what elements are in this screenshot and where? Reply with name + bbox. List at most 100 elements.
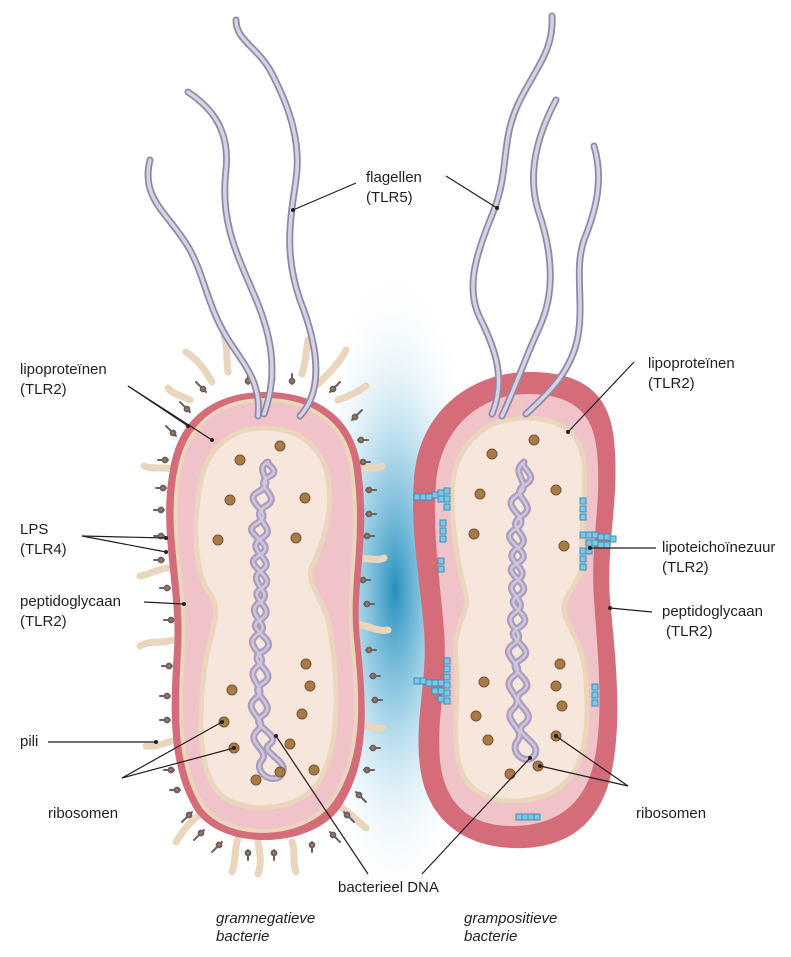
lta-block — [444, 666, 450, 672]
lta-block — [420, 678, 426, 684]
lta-block — [592, 692, 598, 698]
lta-block — [604, 542, 610, 548]
lps-head — [199, 831, 204, 836]
lta-block — [580, 506, 586, 512]
lta-block — [528, 814, 534, 820]
lta-block — [580, 532, 586, 538]
lps-head — [371, 674, 376, 679]
label-lipoteichoinezuur: lipoteichoïnezuur(TLR2) — [662, 538, 775, 578]
lta-block — [440, 520, 446, 526]
lta-block — [598, 542, 604, 548]
lps-head — [165, 586, 170, 591]
lps-head — [367, 512, 372, 517]
lps-head — [169, 618, 174, 623]
lps-head — [359, 438, 364, 443]
label-peptidoglycaan-left: peptidoglycaan(TLR2) — [20, 592, 121, 632]
lta-block — [440, 528, 446, 534]
flagella-left — [148, 20, 316, 416]
lta-block — [432, 680, 438, 686]
lta-block — [444, 496, 450, 502]
lta-block — [580, 564, 586, 570]
lta-block — [610, 536, 616, 542]
lps-head — [165, 718, 170, 723]
lta-block — [438, 566, 444, 572]
lta-block — [580, 514, 586, 520]
lps-head — [365, 602, 370, 607]
label-lipoproteinen-left: lipoproteïnen(TLR2) — [20, 360, 107, 400]
lps-head — [353, 415, 358, 420]
lta-block — [592, 700, 598, 706]
lps-head — [161, 486, 166, 491]
lps-head — [290, 379, 295, 384]
lta-block — [414, 678, 420, 684]
lps-head — [357, 793, 362, 798]
lps-head — [361, 578, 366, 583]
lps-head — [365, 768, 370, 773]
lta-block — [426, 680, 432, 686]
lps-head — [185, 407, 190, 412]
lta-block — [444, 488, 450, 494]
lps-head — [163, 458, 168, 463]
lta-block — [444, 682, 450, 688]
lps-head — [187, 813, 192, 818]
label-lps: LPS(TLR4) — [20, 520, 67, 560]
lta-block — [592, 532, 598, 538]
lps-head — [310, 843, 315, 848]
label-lipoproteinen-right: lipoproteïnen(TLR2) — [648, 354, 735, 394]
lps-head — [217, 843, 222, 848]
lta-block — [586, 532, 592, 538]
lta-block — [580, 548, 586, 554]
label-bacterieel-dna: bacterieel DNA — [338, 878, 439, 898]
label-pili: pili — [20, 732, 38, 752]
lps-head — [331, 387, 336, 392]
lta-block — [438, 688, 444, 694]
lps-head — [373, 698, 378, 703]
lps-head — [171, 431, 176, 436]
lta-block — [598, 534, 604, 540]
lta-block — [516, 814, 522, 820]
lps-head — [345, 813, 350, 818]
lps-head — [246, 851, 251, 856]
lta-block — [438, 496, 444, 502]
lps-head — [169, 768, 174, 773]
lta-block — [438, 680, 444, 686]
lta-block — [444, 658, 450, 664]
lps-head — [367, 648, 372, 653]
lps-head — [159, 508, 164, 513]
lta-block — [592, 684, 598, 690]
lta-block — [580, 556, 586, 562]
lps-head — [365, 534, 370, 539]
lta-block — [438, 558, 444, 564]
lps-head — [165, 694, 170, 699]
lta-block — [440, 536, 446, 542]
lps-head — [331, 833, 336, 838]
label-ribosomen-left: ribosomen — [48, 804, 118, 824]
lps-head — [167, 664, 172, 669]
lta-block — [580, 498, 586, 504]
lps-head — [175, 788, 180, 793]
lta-block — [426, 494, 432, 500]
lta-block — [522, 814, 528, 820]
lta-block — [586, 540, 592, 546]
lps-head — [361, 460, 366, 465]
lta-block — [438, 490, 444, 496]
flagella-right — [473, 16, 599, 416]
lps-head — [201, 387, 206, 392]
label-ribosomen-right: ribosomen — [636, 804, 706, 824]
lps-head — [159, 558, 164, 563]
lta-block — [534, 814, 540, 820]
lta-block — [444, 698, 450, 704]
lps-head — [272, 851, 277, 856]
lta-block — [604, 534, 610, 540]
lta-block — [592, 540, 598, 546]
lta-block — [420, 494, 426, 500]
lta-block — [432, 492, 438, 498]
lps-head — [367, 488, 372, 493]
lta-block — [444, 504, 450, 510]
lta-block — [444, 674, 450, 680]
lta-block — [444, 690, 450, 696]
label-peptidoglycaan-right: peptidoglycaan(TLR2) — [662, 602, 763, 642]
